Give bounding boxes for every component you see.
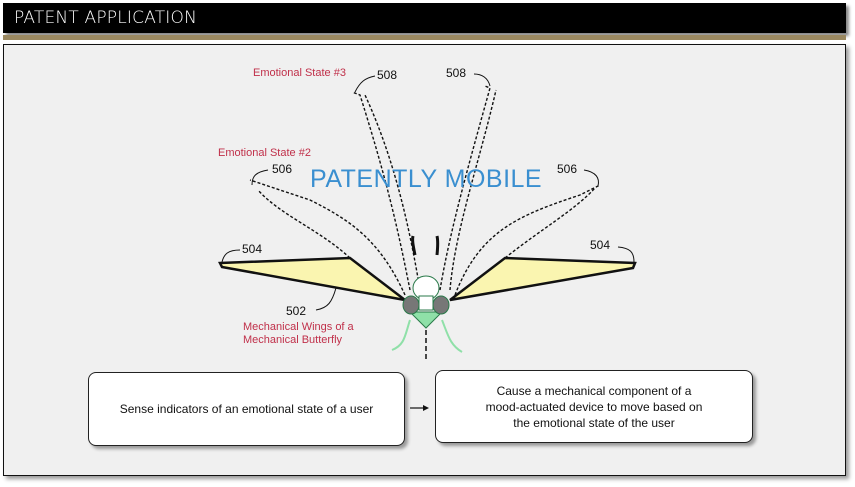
- wing-state2-right: [454, 184, 601, 296]
- ref-504-left: 504: [242, 242, 263, 256]
- flow-arrow: [410, 405, 429, 411]
- label-wings-line1: Mechanical Wings of a: [243, 321, 354, 333]
- ref-506-left: 506: [272, 162, 293, 176]
- header-title: PATENT APPLICATION: [14, 8, 197, 28]
- wing-state2-left: [249, 179, 406, 296]
- left-wing: [218, 256, 406, 302]
- label-emotional-state-3: Emotional State #3: [253, 67, 346, 79]
- flow-step-sense-text: Sense indicators of an emotional state o…: [119, 402, 374, 416]
- flow-step-sense: Sense indicators of an emotional state o…: [88, 372, 405, 446]
- flow-step-actuate-line2: mood-actuated device to move based on: [485, 399, 703, 414]
- header-bar: PATENT APPLICATION: [3, 3, 846, 33]
- label-wings-line2: Mechanical Butterfly: [243, 334, 343, 346]
- ref-508-right: 508: [446, 66, 467, 80]
- ref-506-right: 506: [557, 162, 578, 176]
- ref-502: 502: [286, 304, 307, 318]
- flow-step-actuate-line3: the emotional state of the user: [513, 415, 675, 430]
- butterfly-body: [391, 235, 463, 360]
- label-emotional-state-2: Emotional State #2: [218, 147, 311, 159]
- right-wing: [449, 256, 637, 302]
- ref-504-right: 504: [590, 238, 611, 252]
- ref-508-left: 508: [377, 68, 398, 82]
- header-divider: [3, 35, 846, 40]
- watermark: PATENTLY MOBILE: [310, 165, 543, 193]
- flow-step-actuate-line1: Cause a mechanical component of a: [496, 383, 692, 398]
- wing-state3-left: [351, 91, 411, 291]
